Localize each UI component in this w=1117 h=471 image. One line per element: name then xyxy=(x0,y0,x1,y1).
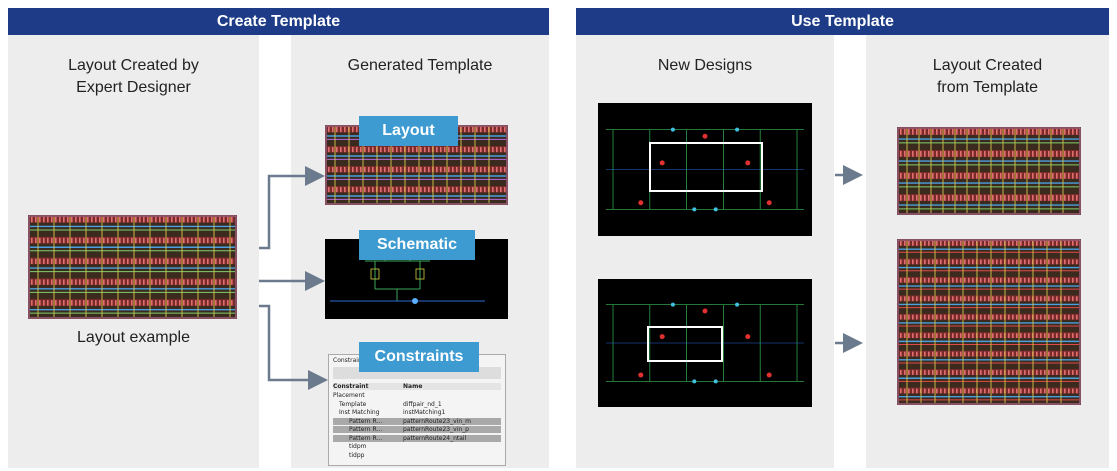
constraint-name: diffpair_nd_1 xyxy=(403,400,442,408)
expert-layout-title-line2: Expert Designer xyxy=(76,79,191,96)
constraint-type: Pattern R... xyxy=(349,417,383,425)
template-layout-title-line1: Layout Created xyxy=(932,57,1043,74)
constraint-type: tidpm xyxy=(349,443,367,450)
constraint-name: instMatching1 xyxy=(403,409,446,416)
constraint-row[interactable]: Pattern R... patternRoute24_ntail xyxy=(333,434,501,442)
generated-template-title: Generated Template xyxy=(347,57,493,74)
constraint-type: Inst Matching xyxy=(339,409,380,416)
constraints-header: Constraint Name xyxy=(333,383,501,390)
layout-tag: Layout xyxy=(359,116,458,146)
constraint-type: Pattern R... xyxy=(349,434,383,442)
create-template-panel: Create Template Layout Created by Expert… xyxy=(8,8,549,468)
layout-example-thumbnail xyxy=(28,215,237,319)
template-layout-column: Layout Created from Template xyxy=(866,35,1109,468)
constraint-name: patternRoute24_ntail xyxy=(403,434,467,442)
constraint-row[interactable]: Template diffpair_nd_1 xyxy=(333,401,501,408)
constraint-row[interactable]: Inst Matching instMatching1 xyxy=(333,409,501,416)
use-template-banner: Use Template xyxy=(576,8,1109,35)
constraint-row[interactable]: Pattern R... patternRoute23_vin_p xyxy=(333,426,501,433)
new-design-1-thumbnail xyxy=(598,103,812,236)
new-design-2-thumbnail xyxy=(598,279,812,407)
constraint-name: patternRoute23_vin_p xyxy=(403,426,469,433)
constraint-row[interactable]: Placement xyxy=(333,392,501,399)
header-constraint: Constraint xyxy=(333,383,369,390)
create-template-banner: Create Template xyxy=(8,8,549,35)
constraint-row[interactable]: Pattern R... patternRoute23_vin_m xyxy=(333,417,501,425)
constraint-name: patternRoute23_vin_m xyxy=(403,417,471,425)
expert-layout-title-line1: Layout Created by xyxy=(68,57,199,74)
result-layout-2-thumbnail xyxy=(897,239,1081,405)
constraint-row[interactable]: tidpm xyxy=(333,443,501,450)
generated-template-column: Generated Template Layout Schematic Cons… xyxy=(291,35,549,468)
use-template-panel: Use Template New Designs Layout Created … xyxy=(576,8,1109,468)
new-designs-title: New Designs xyxy=(657,57,753,74)
layout-example-caption: Layout example xyxy=(77,329,190,346)
template-layout-title-line2: from Template xyxy=(936,79,1039,96)
constraints-tag: Constraints xyxy=(359,342,479,372)
constraint-type: Template xyxy=(339,400,367,408)
constraint-type: Placement xyxy=(333,392,365,399)
result-layout-1-thumbnail xyxy=(897,127,1081,215)
constraint-row[interactable]: tidpp xyxy=(333,452,501,459)
template-layout-title: Layout Created from Template xyxy=(866,55,1109,99)
constraint-type: tidpp xyxy=(349,451,365,459)
constraints-window-title: Constraints xyxy=(333,357,368,364)
expert-layout-column: Layout Created by Expert Designer Layout… xyxy=(8,35,259,468)
schematic-tag: Schematic xyxy=(359,230,475,260)
header-name: Name xyxy=(403,383,423,390)
new-designs-column: New Designs xyxy=(576,35,834,468)
constraint-type: Pattern R... xyxy=(349,426,383,433)
expert-layout-title: Layout Created by Expert Designer xyxy=(8,55,259,99)
